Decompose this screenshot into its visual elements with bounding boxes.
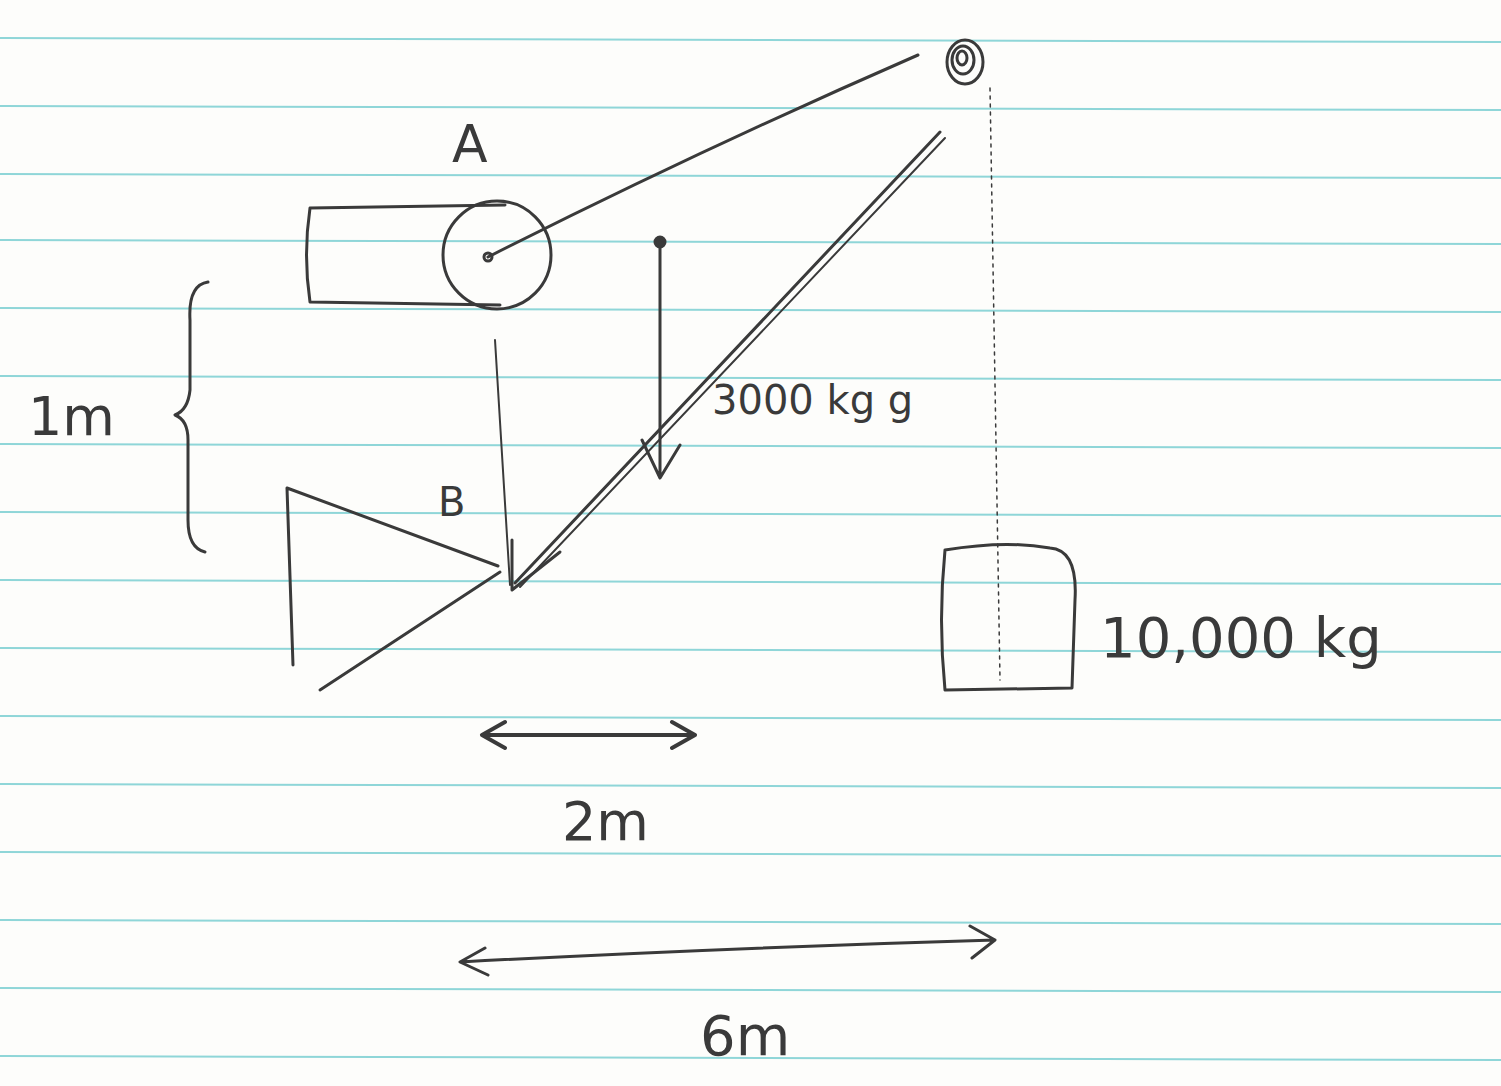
force-line	[495, 340, 510, 585]
point-label: B	[438, 482, 465, 522]
pulley	[947, 40, 983, 84]
dimension-arrow	[482, 722, 695, 748]
point-label: A	[452, 118, 488, 170]
boom-lower	[320, 572, 500, 690]
dimension-label: 2m	[562, 795, 649, 849]
dimension-label: 6m	[700, 1008, 790, 1064]
mass-label: 10,000 kg	[1100, 610, 1382, 666]
hoist-line	[990, 88, 1000, 680]
dimension-label: 1m	[28, 390, 115, 444]
boom	[515, 132, 940, 583]
weight-label: 3000 kg g	[712, 380, 913, 420]
brace	[175, 282, 208, 552]
drum	[443, 201, 551, 309]
cable	[488, 55, 918, 257]
dimension-arrow	[460, 926, 995, 975]
boom-edge	[520, 138, 945, 587]
weight-arrow	[642, 242, 680, 478]
drum-housing	[307, 205, 506, 305]
ruled-lines	[0, 38, 1501, 1060]
load-box	[942, 544, 1076, 690]
boom-arrowhead	[512, 540, 560, 590]
support-triangle	[287, 488, 498, 665]
